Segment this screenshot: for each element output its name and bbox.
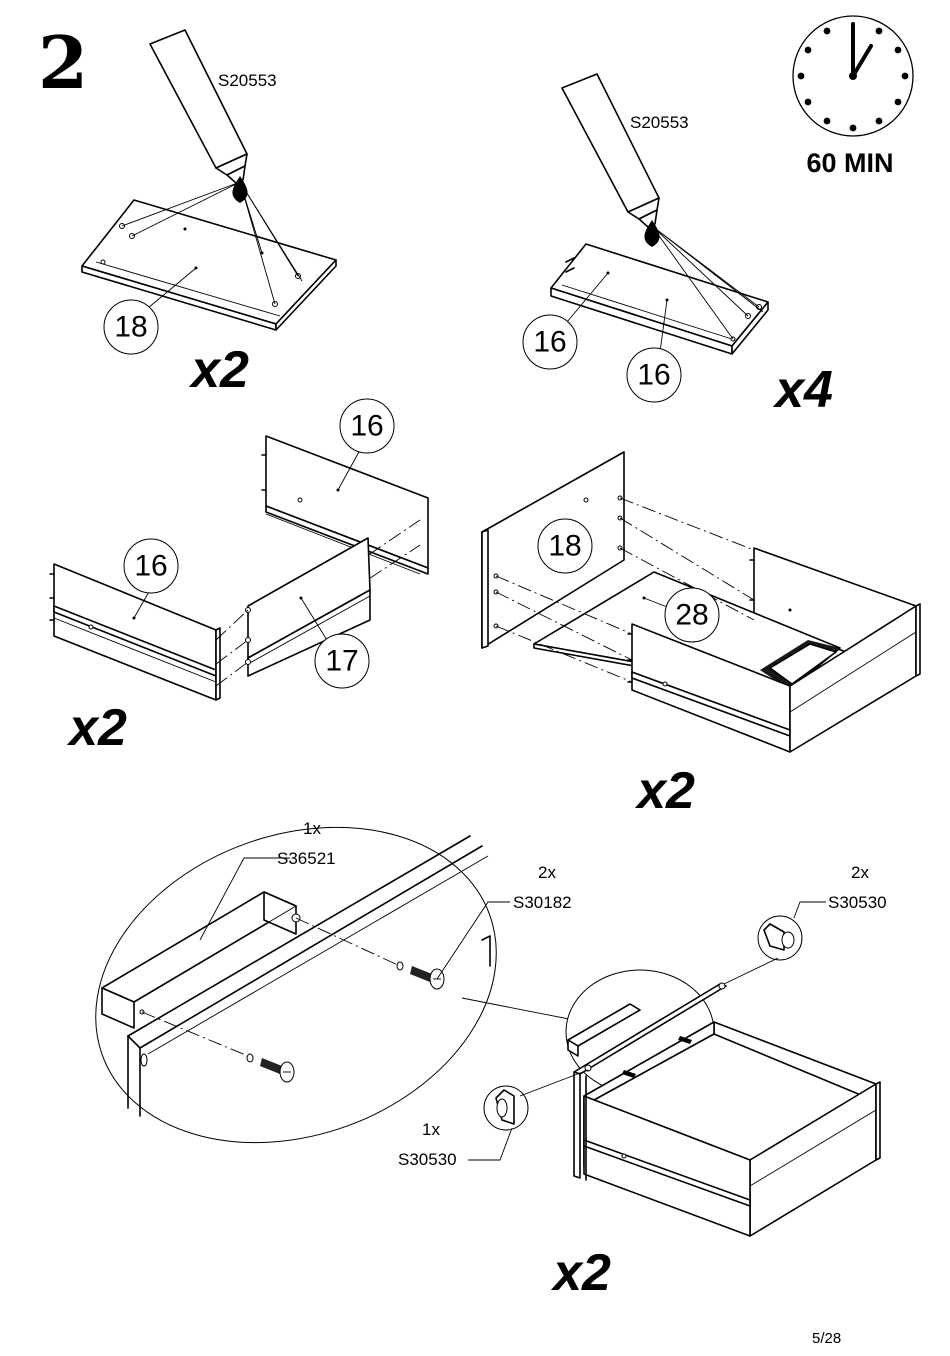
panel-18-drawing [81,181,337,331]
clock-tick [894,46,902,54]
multiplier-drawer: x2 [634,762,695,820]
clock-icon [792,15,914,137]
svg-text:16: 16 [134,550,167,583]
svg-text:28: 28 [675,599,708,632]
clock-tick [894,98,902,106]
svg-text:17: 17 [325,645,358,678]
screw-code-label: S30182 [513,893,572,912]
svg-text:16: 16 [533,326,566,359]
clock-tick [875,27,883,35]
part-badge-16-back: 16 [339,398,395,454]
clock-tick [823,117,831,125]
part-badge-16a: 16 [522,314,578,370]
clock-tick [804,98,812,106]
frame-assembly-drawing [49,435,429,701]
glue-tube-icon [149,29,248,203]
glue-code-label: S20553 [218,71,277,90]
svg-text:16: 16 [637,359,670,392]
cap-right-code-label: S30530 [828,893,887,912]
handle-detail-callout [95,826,510,1144]
part-badge-16b: 16 [626,347,682,403]
step-number: 2 [38,20,88,105]
part-badge-16-front: 16 [123,538,179,594]
handle-code-label: S36521 [277,849,336,868]
svg-text:16: 16 [350,410,383,443]
cap-left-detail [468,1069,589,1161]
multiplier-hardware: x2 [550,1244,611,1302]
clock-tick [804,46,812,54]
clock-tick [849,124,857,132]
clock-tick [875,117,883,125]
svg-text:18: 18 [548,530,581,563]
multiplier-panel1: x2 [188,341,249,399]
finished-drawer-drawing [565,969,881,1237]
panel-16-drawing [550,225,769,355]
cap-left-code-label: S30530 [398,1150,457,1169]
glue-code-label-2: S20553 [630,113,689,132]
clock-tick [823,27,831,35]
part-badge-18-drawer: 18 [537,518,593,574]
part-badge-28: 28 [664,587,720,643]
clock-tick [797,72,805,80]
part-badge-18: 18 [103,299,159,355]
svg-text:18: 18 [114,311,147,344]
cap-right-qty-label: 2x [851,863,869,882]
clock-tick [901,72,909,80]
cap-right-detail [723,901,826,985]
timer-label: 60 MIN [806,148,893,178]
cap-left-qty-label: 1x [422,1120,440,1139]
glue-tube-icon-2 [561,73,660,247]
screw-qty-label: 2x [538,863,556,882]
callout-connector [461,997,575,1021]
multiplier-frame: x2 [66,699,127,757]
multiplier-panel2: x4 [772,361,833,419]
handle-qty-label: 1x [303,819,321,838]
page-number: 5/28 [812,1330,841,1347]
part-badge-17: 17 [314,633,370,689]
